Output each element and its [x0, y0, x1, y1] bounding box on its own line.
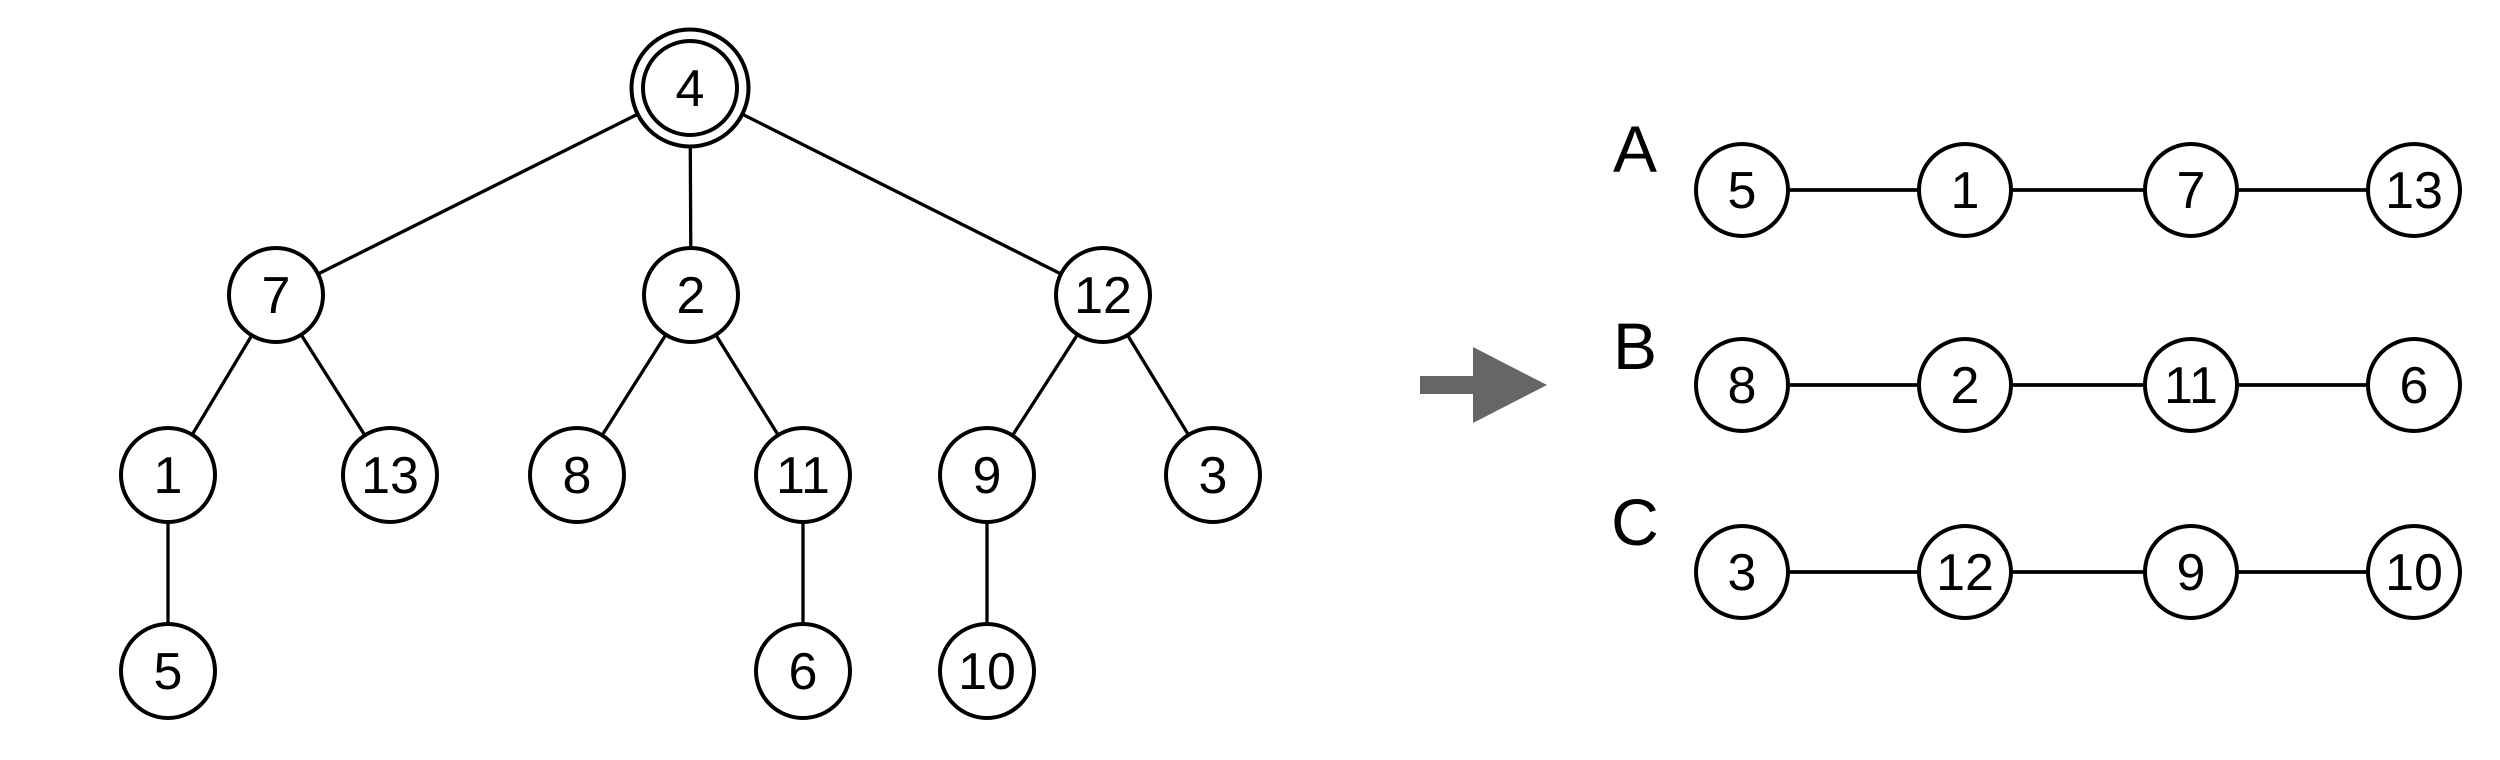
- list-C-node-10: 10: [2366, 524, 2462, 620]
- tree-node-value: 10: [958, 643, 1016, 701]
- tree-node-value: 6: [789, 643, 818, 701]
- list-node-circle: [2366, 524, 2462, 620]
- tree-node-circle: [641, 39, 739, 137]
- tree-node-circle: [938, 426, 1036, 524]
- tree-node-circle: [119, 426, 217, 524]
- tree-node-value: 2: [677, 267, 706, 325]
- list-node-value: 9: [2177, 544, 2206, 602]
- tree-edges: [166, 86, 1215, 671]
- tree-node-circle: [119, 622, 217, 720]
- tree-node-6: 6: [754, 622, 852, 720]
- list-node-value: 3: [1728, 544, 1757, 602]
- tree-node-circle: [528, 426, 626, 524]
- list-node-circle: [2143, 524, 2239, 620]
- list-node-value: 5: [1728, 162, 1757, 220]
- tree-node-11: 11: [754, 426, 852, 524]
- tree-edge-4-12: [689, 86, 1104, 297]
- list-node-value: 11: [2164, 357, 2218, 415]
- list-C-node-12: 12: [1917, 524, 2013, 620]
- tree-node-value: 1: [154, 447, 183, 505]
- tree-node-value: 7: [262, 267, 291, 325]
- tree-node-5: 5: [119, 622, 217, 720]
- right-arrow-icon: [1420, 347, 1547, 423]
- tree-node-12: 12: [1054, 246, 1152, 344]
- list-A-node-7: 7: [2143, 142, 2239, 238]
- list-A-node-5: 5: [1694, 142, 1790, 238]
- list-A-label: A: [1613, 112, 1657, 186]
- tree-node-4: 4: [629, 27, 751, 149]
- tree-node-circle: [938, 622, 1036, 720]
- tree-node-value: 9: [973, 447, 1002, 505]
- tree-node-circle: [754, 426, 852, 524]
- tree-node-7: 7: [227, 246, 325, 344]
- list-B-node-6: 6: [2366, 337, 2462, 433]
- tree-node-circle: [341, 426, 439, 524]
- list-node-circle: [2366, 142, 2462, 238]
- list-B-node-2: 2: [1917, 337, 2013, 433]
- list-node-value: 10: [2385, 544, 2443, 602]
- list-node-value: 1: [1951, 162, 1980, 220]
- tree-node-value: 8: [563, 447, 592, 505]
- list-node-circle: [1694, 337, 1790, 433]
- tree-node-circle: [642, 246, 740, 344]
- tree-node-3: 3: [1164, 426, 1262, 524]
- tree-node-value: 13: [361, 447, 419, 505]
- list-node-value: 8: [1728, 357, 1757, 415]
- tree-node-circle: [1164, 426, 1262, 524]
- list-C: C 3 12 9 10: [1611, 485, 2462, 620]
- list-node-value: 7: [2177, 162, 2206, 220]
- list-C-node-9: 9: [2143, 524, 2239, 620]
- tree-node-value: 12: [1074, 267, 1132, 325]
- tree-node-1: 1: [119, 426, 217, 524]
- tree-node-value: 4: [676, 60, 705, 118]
- tree-node-10: 10: [938, 622, 1036, 720]
- list-node-circle: [2143, 337, 2239, 433]
- list-node-value: 13: [2385, 162, 2443, 220]
- list-node-value: 2: [1951, 357, 1980, 415]
- tree-node-8: 8: [528, 426, 626, 524]
- tree-node-9: 9: [938, 426, 1036, 524]
- list-node-circle: [1694, 142, 1790, 238]
- tree-node-value: 5: [154, 643, 183, 701]
- tree-node-circle: [227, 246, 325, 344]
- tree-node-value: 3: [1199, 447, 1228, 505]
- tree-node-circle: [754, 622, 852, 720]
- tree-node-2: 2: [642, 246, 740, 344]
- list-node-circle: [1917, 142, 2013, 238]
- tree-node-circle: [1054, 246, 1152, 344]
- list-node-circle: [1917, 524, 2013, 620]
- list-node-circle: [1917, 337, 2013, 433]
- list-B: B 8 2 11 6: [1613, 309, 2462, 433]
- list-B-node-11: 11: [2143, 337, 2239, 433]
- tree-node-value: 11: [776, 447, 830, 505]
- tree-nodes: 4 7 2 12 1 13 8 11 9 3 5 6 10: [119, 27, 1262, 720]
- list-node-circle: [2366, 337, 2462, 433]
- list-A: A 5 1 7 13: [1613, 112, 2462, 238]
- list-node-circle: [1694, 524, 1790, 620]
- list-C-node-3: 3: [1694, 524, 1790, 620]
- list-node-circle: [2143, 142, 2239, 238]
- list-A-node-13: 13: [2366, 142, 2462, 238]
- list-B-label: B: [1613, 309, 1657, 383]
- list-node-value: 12: [1936, 544, 1994, 602]
- list-A-node-1: 1: [1917, 142, 2013, 238]
- list-node-value: 6: [2400, 357, 2429, 415]
- tree-edge-4-7: [275, 86, 691, 297]
- tree-node-13: 13: [341, 426, 439, 524]
- list-B-node-8: 8: [1694, 337, 1790, 433]
- list-C-label: C: [1611, 485, 1659, 559]
